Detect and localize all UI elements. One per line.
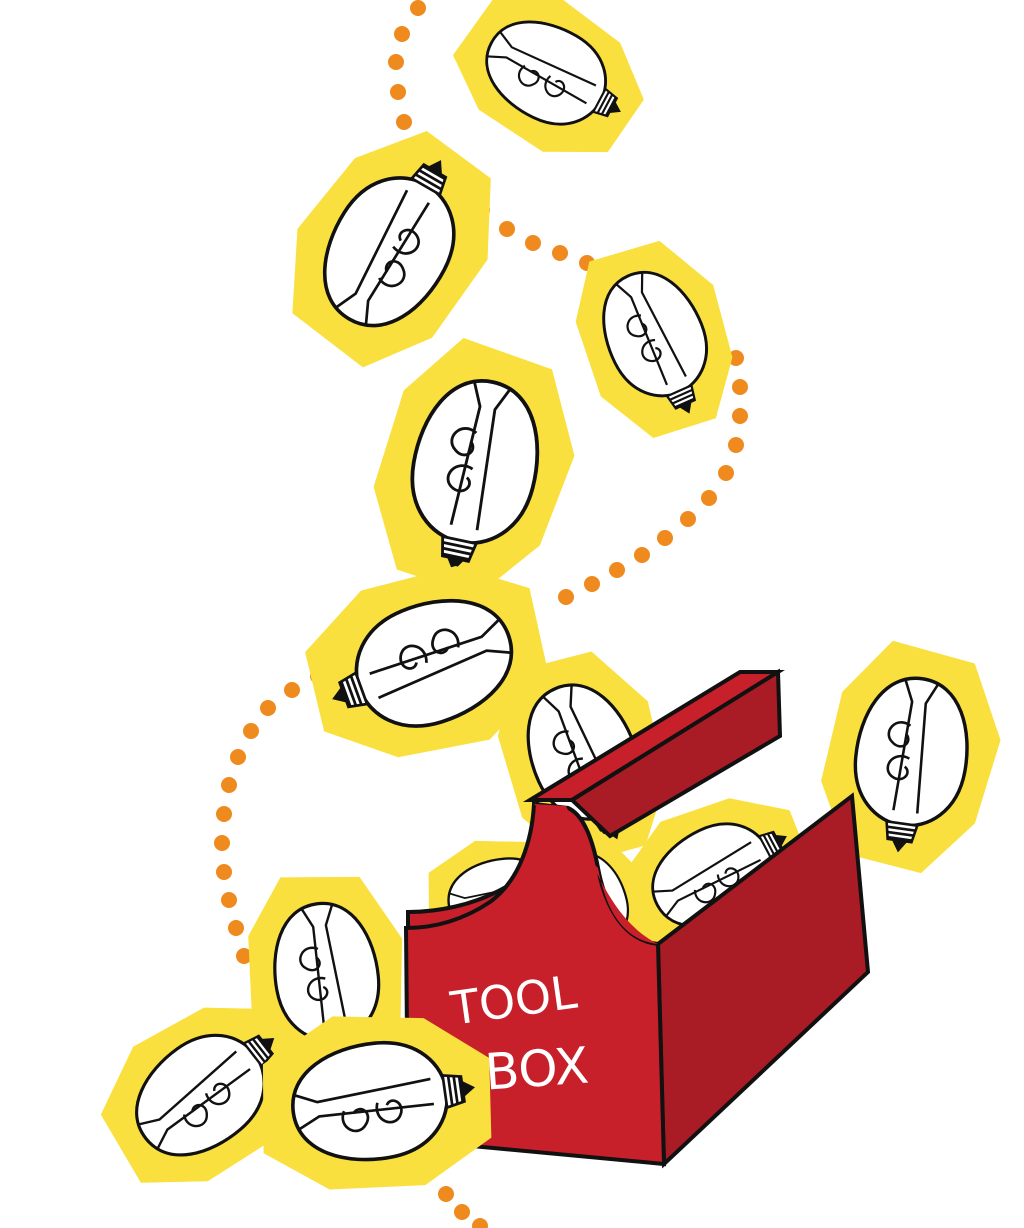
lightbulb-icon bbox=[355, 326, 594, 610]
box-label-line2: BOX bbox=[483, 1036, 591, 1101]
lightbulb-icon bbox=[548, 219, 764, 458]
lightbulb-icon bbox=[432, 0, 668, 183]
